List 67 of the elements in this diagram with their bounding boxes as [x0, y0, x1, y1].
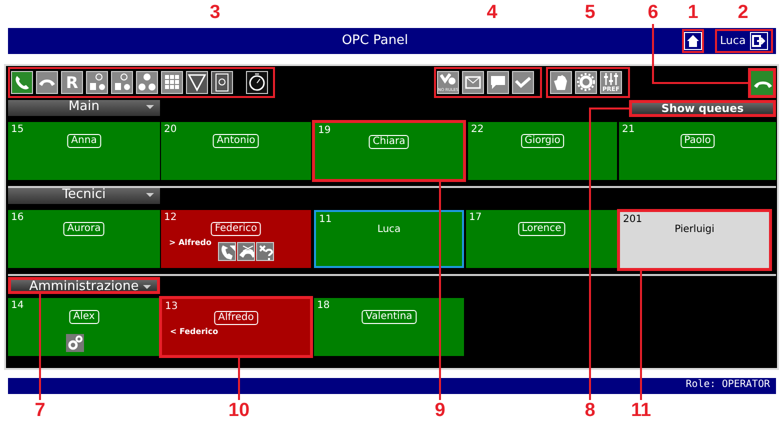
- extension-card: [8, 210, 160, 268]
- extension-card: [617, 209, 772, 271]
- leader-line: [589, 108, 629, 400]
- extension-card: [8, 122, 160, 180]
- leader-line: [439, 182, 441, 400]
- extension-number: 22: [471, 124, 484, 136]
- name-label: Alex: [69, 310, 99, 324]
- callout-number: 7: [32, 400, 48, 420]
- leader-line: [238, 358, 240, 400]
- callout-number: 5: [584, 2, 596, 24]
- callout-number: 8: [582, 400, 598, 420]
- callout-number: 2: [736, 2, 750, 24]
- extension-number: 16: [11, 212, 24, 224]
- name-label: Chiara: [368, 135, 410, 149]
- callout-number: 9: [432, 400, 448, 420]
- callout-number: 6: [645, 2, 661, 24]
- name-label: Antonio: [212, 134, 260, 148]
- role-text: Role: OPERATOR: [684, 379, 770, 392]
- name-label: Paolo: [680, 134, 715, 148]
- extension-card: [159, 296, 313, 358]
- name-label: Valentina: [362, 310, 416, 324]
- callout-number: 3: [208, 2, 222, 24]
- name-label: Lorence: [518, 222, 566, 236]
- extension-number: 19: [318, 125, 331, 137]
- page-title: OPC Panel: [340, 33, 410, 49]
- extension-number: 18: [317, 300, 330, 312]
- extension-number: 201: [623, 214, 642, 226]
- extension-card: [466, 210, 617, 268]
- leader-line: [652, 24, 748, 84]
- name-label: Alfredo: [214, 311, 258, 325]
- name-label: Giorgio: [520, 134, 564, 148]
- name-label: Pierluigi: [674, 224, 714, 236]
- name-label: Aurora: [63, 222, 105, 236]
- leader-line: [640, 271, 642, 400]
- name-label: Federico: [210, 222, 262, 236]
- hang-up-button: [748, 68, 776, 98]
- callout-number: 4: [486, 2, 498, 24]
- extension-card: [161, 210, 311, 268]
- name-label: Luca: [377, 224, 401, 236]
- extension-number: 11: [319, 214, 332, 226]
- extension-card: [312, 120, 466, 182]
- extension-card: [314, 298, 464, 356]
- user-name: Luca: [720, 34, 747, 48]
- show-queues-button: Show queues: [629, 100, 776, 117]
- group-dropdown: Tecnici: [8, 188, 160, 204]
- name-label: Anna: [67, 134, 101, 148]
- extension-card: [619, 122, 776, 180]
- extension-card: [8, 298, 160, 356]
- extension-card: [314, 210, 464, 268]
- extension-card: [468, 122, 617, 180]
- extension-number: 12: [164, 212, 177, 224]
- extension-number: 21: [622, 124, 635, 136]
- callout-number: 10: [228, 400, 250, 420]
- group-dropdown: Amministrazione: [8, 277, 160, 294]
- extension-number: 13: [165, 301, 178, 313]
- callout-number: 1: [686, 2, 700, 24]
- extension-number: 17: [469, 212, 482, 224]
- extension-number: 14: [11, 300, 24, 312]
- extension-card: [161, 122, 311, 180]
- redial-button: R: [61, 71, 83, 94]
- transfer-note: > Alfredo: [169, 238, 212, 248]
- group-dropdown: Main: [8, 100, 160, 116]
- extension-number: 20: [164, 124, 177, 136]
- callout-number: 11: [630, 400, 652, 420]
- transfer-note: < Federico: [170, 327, 218, 337]
- leader-line: [39, 294, 41, 400]
- extension-number: 15: [11, 124, 24, 136]
